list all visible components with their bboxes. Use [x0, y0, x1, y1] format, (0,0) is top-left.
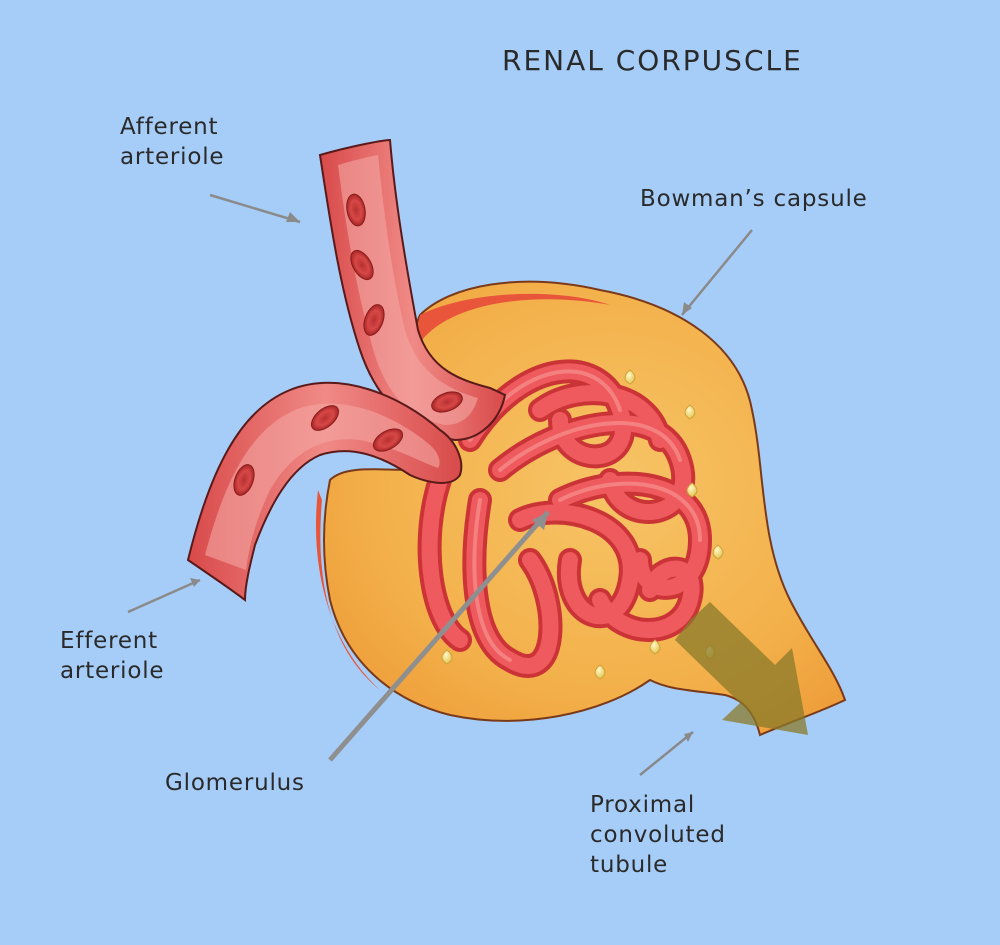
glomerulus-pointer	[328, 510, 550, 762]
proximal-convoluted-tubule-label-line3: tubule	[590, 852, 669, 878]
bowmans-capsule-label: Bowman’s capsule	[640, 186, 868, 212]
proximal-convoluted-tubule-label-line1: Proximal	[590, 792, 696, 818]
afferent-arteriole-label-line1: Afferent	[120, 114, 219, 140]
glomerulus	[417, 359, 713, 678]
filtrate-droplets	[441, 369, 724, 680]
diagram-title: RENAL CORPUSCLE	[502, 44, 803, 77]
red-blood-cells-afferent	[346, 193, 463, 413]
proximal-convoluted-tubule-label-line2: convoluted	[590, 822, 726, 848]
glomerulus-pointer-head	[532, 512, 548, 530]
glomerulus-label: Glomerulus	[165, 770, 305, 796]
capsule-rim	[417, 293, 610, 340]
afferent-arteriole-label-line2: arteriole	[120, 144, 225, 170]
pointer-heads	[190, 212, 693, 742]
afferent-lumen	[338, 155, 478, 425]
efferent-arteriole-label-line2: arteriole	[60, 658, 165, 684]
pct-pointer	[639, 731, 694, 776]
red-blood-cells-efferent	[233, 405, 404, 496]
efferent-pointer	[127, 578, 201, 614]
filtrate-flow-arrow	[675, 602, 808, 735]
afferent-pointer	[209, 193, 301, 224]
efferent-arteriole-label-line1: Efferent	[60, 628, 158, 654]
bowmans-pointer	[681, 229, 753, 316]
pointer-lines	[127, 193, 753, 776]
